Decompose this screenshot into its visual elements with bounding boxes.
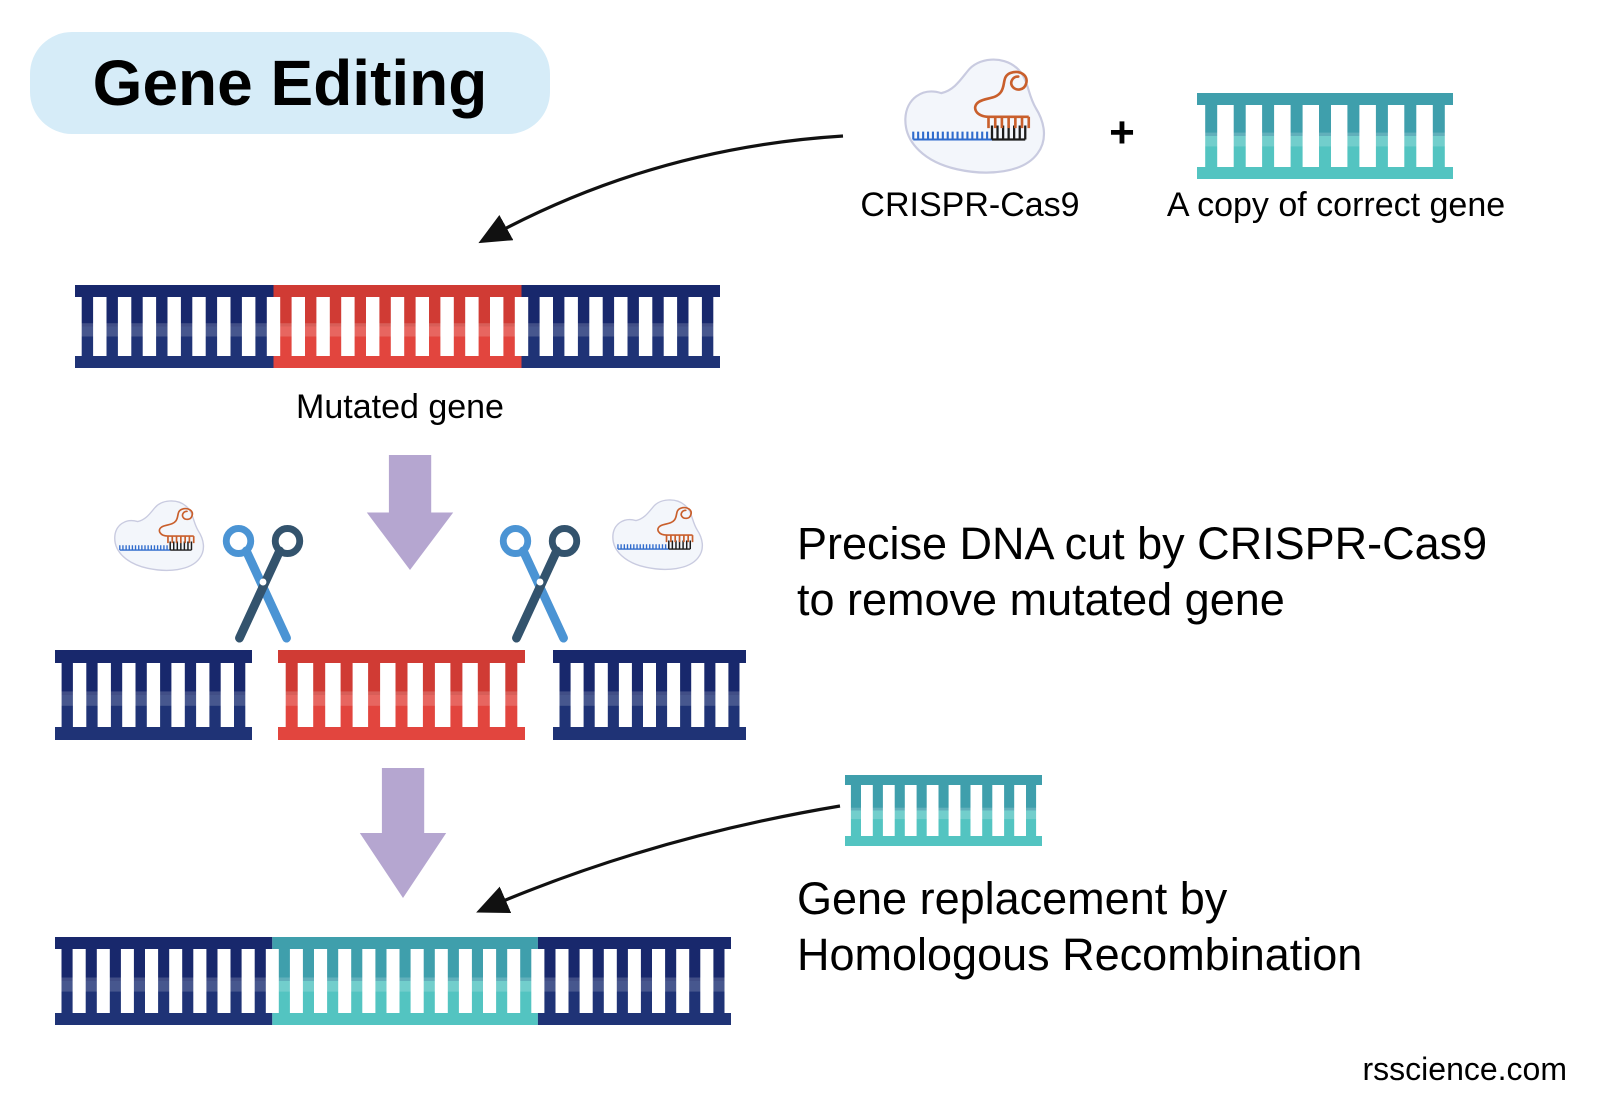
cut-step-caption-line1: Precise DNA cut by CRISPR-Cas9 (797, 518, 1488, 569)
cut-dna-right-segment (553, 650, 746, 740)
mutated-gene-dna (75, 285, 720, 368)
watermark: rsscience.com (1362, 1051, 1568, 1087)
crispr-cas9-icon (887, 45, 1062, 185)
cut-step-caption-line2: to remove mutated gene (797, 574, 1285, 625)
crispr-cas9-label: CRISPR-Cas9 (860, 186, 1080, 224)
scissors-icon-right (491, 516, 589, 648)
cut-dna-mutated-segment (278, 650, 525, 740)
replacement-step-caption: Gene replacement by Homologous Recombina… (797, 871, 1362, 983)
cut-dna-left-segment (55, 650, 252, 740)
scissors-icon-left (214, 516, 312, 648)
down-arrow-icon (365, 455, 455, 570)
repaired-gene-dna (55, 937, 731, 1025)
correct-gene-fragment-dna (845, 775, 1042, 846)
correct-gene-dna (1197, 93, 1453, 179)
page-title: Gene Editing (92, 47, 488, 119)
mutated-gene-label: Mutated gene (296, 388, 504, 426)
replacement-step-caption-line1: Gene replacement by (797, 873, 1228, 924)
arrow-fragment-to-repaired-gene (476, 804, 841, 914)
down-arrow-icon-2 (358, 768, 448, 898)
arrow-crispr-to-mutated-gene (478, 134, 844, 244)
cut-step-caption: Precise DNA cut by CRISPR-Cas9 to remove… (797, 516, 1487, 628)
plus-sign: + (1109, 108, 1135, 157)
crispr-cas9-icon-small-left (103, 492, 215, 578)
correct-gene-label: A copy of correct gene (1166, 186, 1506, 224)
title-banner: Gene Editing (30, 32, 550, 134)
replacement-step-caption-line2: Homologous Recombination (797, 929, 1363, 980)
crispr-cas9-icon-small-right (601, 491, 714, 577)
